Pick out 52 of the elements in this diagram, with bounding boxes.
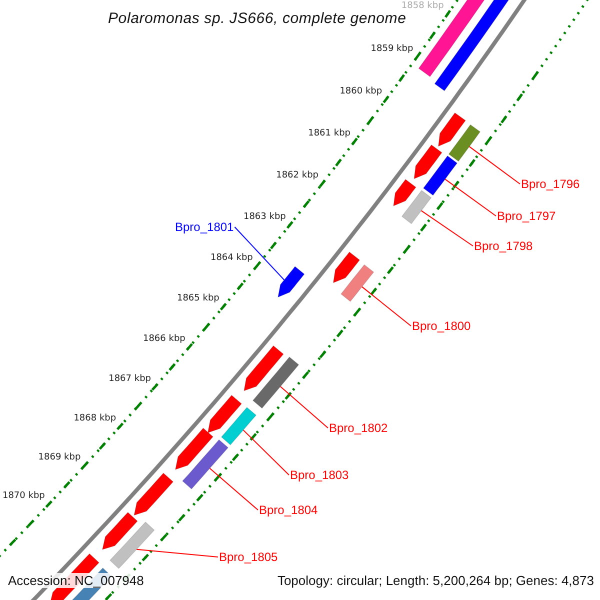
- gene-label: Bpro_1802: [329, 421, 388, 435]
- leader-line: [280, 386, 328, 428]
- gene-bar: [448, 124, 481, 162]
- gene-bar: [401, 190, 432, 224]
- gene-bar: [422, 155, 458, 196]
- tick-label: 1869 kbp: [38, 452, 81, 462]
- leader-line: [242, 430, 290, 476]
- gene-bar: [340, 264, 374, 302]
- gene-label: Bpro_1797: [497, 209, 556, 223]
- footer-text: Topology: circular; Length: 5,200,264 bp; Genes: 4,873: [275, 573, 596, 588]
- leader-line: [209, 468, 258, 510]
- gene-feature: [278, 266, 305, 298]
- gene-feature: [332, 252, 360, 284]
- map-title: Polaromonas sp. JS666, complete genome: [108, 10, 406, 27]
- gene-bar: [182, 439, 229, 490]
- tick-label: 1863 kbp: [244, 212, 286, 222]
- tick-label: 1860 kbp: [340, 86, 382, 96]
- leader-line: [420, 210, 474, 246]
- gene-bar: [252, 356, 300, 409]
- gene-bar: [220, 406, 257, 446]
- gene-feature: [134, 472, 174, 516]
- leader-line: [468, 146, 520, 184]
- gene-feature: [438, 112, 466, 147]
- gene-feature: [207, 394, 242, 434]
- gene-label: Bpro_1801: [175, 220, 234, 234]
- tick-label: 1866 kbp: [143, 334, 186, 344]
- gene-feature: [414, 144, 442, 180]
- tick-label: 1864 kbp: [210, 253, 253, 263]
- tick-label: 1865 kbp: [177, 294, 220, 304]
- gene-bar: [110, 522, 155, 569]
- gene-label: Bpro_1800: [412, 319, 471, 333]
- gene-label: Bpro_1798: [474, 239, 533, 253]
- tick-label: 1867 kbp: [108, 374, 151, 384]
- gene-feature: [393, 178, 416, 206]
- tick-label: 1870 kbp: [2, 491, 45, 502]
- leader-line: [136, 548, 218, 558]
- gene-feature: [244, 345, 284, 392]
- gene-label: Bpro_1805: [219, 550, 278, 564]
- tick-label: 1868 kbp: [74, 413, 116, 424]
- gene-feature: [175, 428, 214, 470]
- gene-label: Bpro_1803: [290, 468, 349, 482]
- tick-label: 1858 kbp: [401, 0, 444, 11]
- leader-line: [234, 226, 285, 280]
- tick-label: 1859 kbp: [370, 44, 414, 54]
- tick-label: 1862 kbp: [276, 170, 318, 180]
- leader-line: [362, 286, 412, 326]
- tick-label: 1861 kbp: [308, 128, 350, 139]
- leader-line: [444, 178, 496, 216]
- gene-label: Bpro_1804: [259, 503, 318, 517]
- gene-label: Bpro_1796: [521, 177, 580, 191]
- gene-feature: [102, 512, 138, 550]
- footer-text: Accession: NC_007948: [6, 573, 146, 588]
